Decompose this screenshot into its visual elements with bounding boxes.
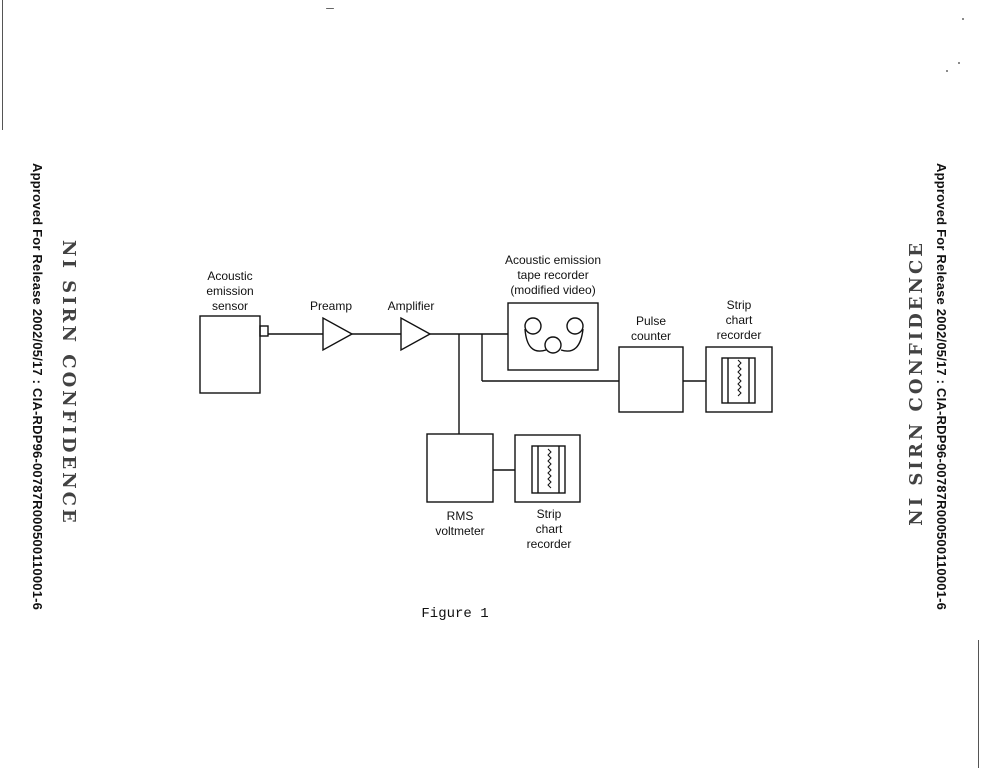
strip-chart-top-label-line: chart <box>725 313 753 327</box>
tape-recorder-label-line: (modified video) <box>510 283 596 297</box>
strip-chart-bottom-label-line: recorder <box>526 537 572 551</box>
scan-edge-right <box>978 640 979 768</box>
tape-recorder-label-line: Acoustic emission <box>504 253 602 267</box>
strip-chart-top-paper <box>721 357 756 404</box>
sensor-connector <box>259 325 269 337</box>
tape-reel-bottom <box>544 336 562 354</box>
rms-voltmeter-label-line: RMS <box>446 509 474 523</box>
scan-speck <box>962 18 964 20</box>
pulse-counter-label-line: counter <box>630 329 672 343</box>
tape-reel-right <box>566 317 584 335</box>
strip-chart-bottom-label-line: Strip <box>536 507 562 521</box>
strip-chart-bottom-outer <box>514 434 581 503</box>
left-classification-stamp: NI SIRN CONFIDENCE <box>58 240 79 526</box>
pulse-counter-label-line: Pulse <box>635 314 667 328</box>
left-release-stamp: Approved For Release 2002/05/17 : CIA-RD… <box>30 163 45 611</box>
strip-chart-top-label-line: recorder <box>716 328 762 342</box>
amplifier-triangle <box>400 316 432 352</box>
strip-chart-bottom-label: Strip chart recorder <box>512 507 586 552</box>
strip-chart-bottom-label-line: chart <box>535 522 563 536</box>
amplifier-label: Amplifier <box>387 299 435 313</box>
strip-chart-bottom-trace <box>547 448 552 489</box>
right-release-stamp: Approved For Release 2002/05/17 : CIA-RD… <box>934 163 949 611</box>
tape-recorder-box <box>507 302 599 371</box>
preamp-triangle <box>322 316 354 352</box>
sensor-label: Acoustic emission sensor <box>190 269 270 314</box>
rms-voltmeter-label-line: voltmeter <box>435 524 485 538</box>
scan-speck <box>958 62 960 64</box>
sensor-label-line: sensor <box>211 299 249 313</box>
pulse-counter-box <box>618 346 684 413</box>
rms-voltmeter-box <box>426 433 494 503</box>
scan-speck <box>946 70 948 72</box>
tape-path <box>524 328 584 352</box>
tape-recorder-label: Acoustic emission tape recorder (modifie… <box>493 253 613 298</box>
tape-reel-left <box>524 317 542 335</box>
strip-chart-top-outer <box>705 346 773 413</box>
preamp-label: Preamp <box>309 299 353 313</box>
strip-chart-bottom-paper <box>531 445 566 494</box>
tape-recorder-label-line: tape recorder <box>517 268 589 282</box>
sensor-label-line: emission <box>206 284 254 298</box>
strip-chart-top-label: Strip chart recorder <box>702 298 776 343</box>
scan-edge-left <box>2 0 3 130</box>
strip-chart-top-trace <box>737 359 742 397</box>
sensor-box <box>199 315 261 394</box>
sensor-label-line: Acoustic <box>207 269 253 283</box>
rms-voltmeter-label: RMS voltmeter <box>415 509 505 539</box>
strip-chart-top-label-line: Strip <box>726 298 752 312</box>
pulse-counter-label: Pulse counter <box>614 314 688 344</box>
figure-caption: Figure 1 <box>421 606 489 622</box>
scan-speck <box>326 8 334 9</box>
